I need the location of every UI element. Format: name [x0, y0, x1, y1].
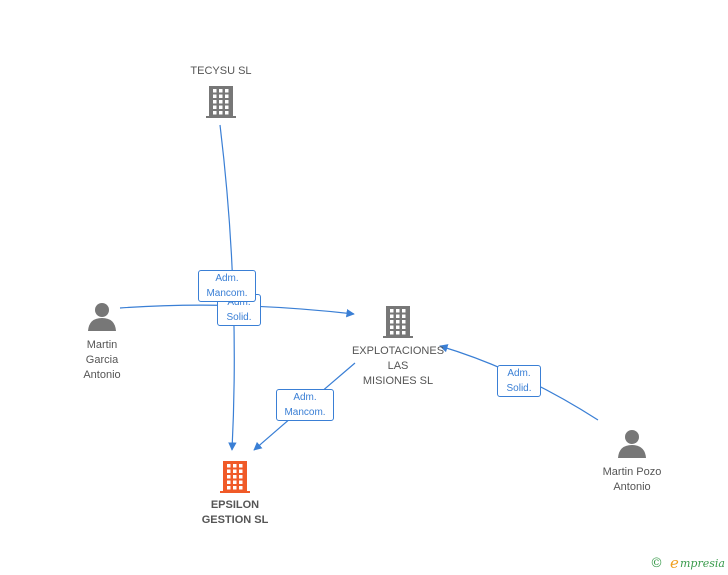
node-label-line: GESTION SL — [201, 514, 269, 526]
edge-badge-line: Adm. — [215, 273, 239, 284]
edge-badge-line: Solid. — [506, 383, 532, 394]
copyright-icon: © — [650, 556, 663, 571]
edge-layer — [119, 124, 599, 451]
edge-badge-line: Adm. — [227, 297, 251, 308]
node-label-line: Antonio — [613, 481, 651, 493]
node-label-tecysu[interactable]: TECYSU SL — [166, 64, 276, 79]
person-icon-martin_garcia[interactable] — [88, 303, 116, 331]
node-label-line: Martin — [86, 339, 118, 351]
edge-badge-martin_pozo-to-explotaciones[interactable]: Adm. Solid. — [497, 365, 541, 397]
node-label-line: Antonio — [83, 369, 121, 381]
empresia-logo[interactable]: © e mpresia — [650, 554, 728, 573]
node-label-line: Garcia — [85, 354, 119, 366]
brand-initial: e — [670, 554, 679, 572]
node-label-line: EXPLOTACIONES — [351, 345, 445, 357]
node-label-explotaciones[interactable]: EXPLOTACIONES LAS MISIONES SL — [343, 344, 453, 389]
building-icon-tecysu[interactable] — [206, 86, 236, 118]
edge-badge-line: Adm. — [507, 368, 531, 379]
node-label-line: Martin Pozo — [602, 466, 662, 478]
edge-badge-line: Solid. — [226, 312, 252, 323]
brand-name: mpresia — [680, 557, 725, 570]
node-label-line: LAS — [387, 360, 409, 372]
node-label-epsilon[interactable]: EPSILON GESTION SL — [180, 498, 290, 528]
building-icon-explotaciones[interactable] — [383, 306, 413, 338]
icon-layer — [88, 86, 646, 493]
edge-badge-line: Adm. — [293, 392, 317, 403]
node-label-line: TECYSU SL — [190, 65, 252, 77]
building-icon-epsilon[interactable] — [220, 461, 250, 493]
edge-badge-explotaciones-to-epsilon[interactable]: Adm. Mancom. — [276, 389, 334, 421]
edge-badge-line: Mancom. — [284, 407, 326, 418]
node-label-line: MISIONES SL — [362, 375, 434, 387]
edge-badge-line: Mancom. — [206, 288, 248, 299]
node-label-line: EPSILON — [210, 499, 260, 511]
person-icon-martin_pozo[interactable] — [618, 430, 646, 458]
edge-badge-tecysu-to-epsilon[interactable]: Adm. Mancom. — [198, 270, 256, 302]
